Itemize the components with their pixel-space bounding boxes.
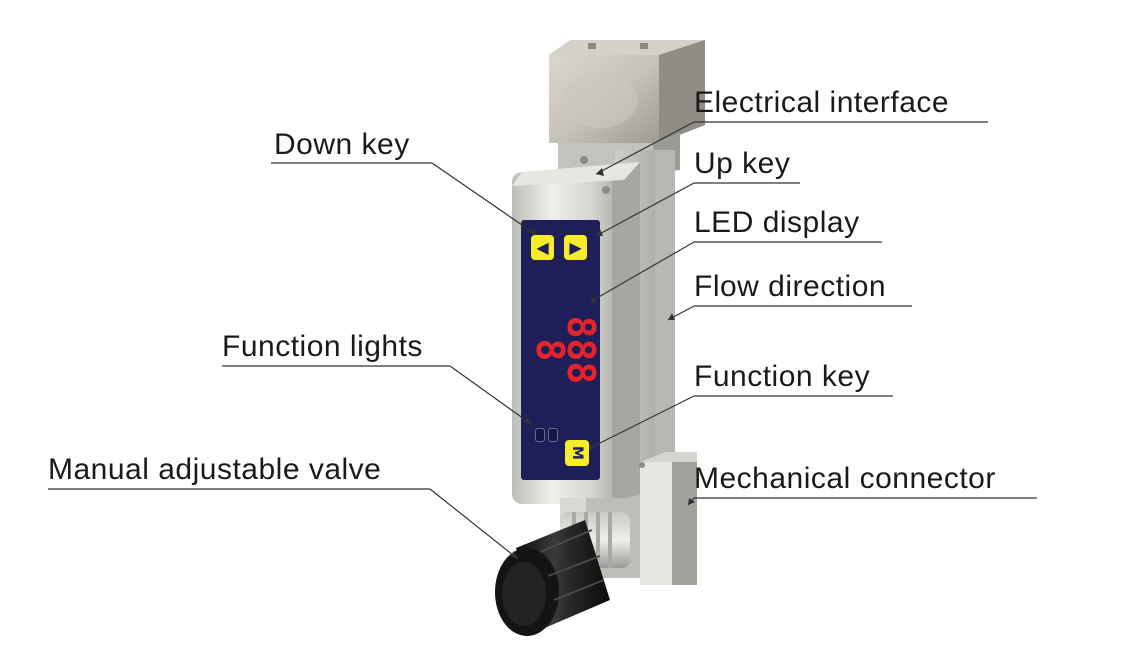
label-down-key: Down key [274,128,410,161]
function-key-icon: M [569,446,585,460]
leader-arrowheads [510,168,695,559]
label-function-key: Function key [694,360,871,393]
label-led-display: LED display [694,206,860,239]
function-key: M [565,440,589,466]
down-key: ◀ [531,235,554,260]
down-arrow-icon: ◀ [536,237,549,257]
label-manual-valve: Manual adjustable valve [48,453,382,486]
valve-knob [495,520,610,636]
display-panel [521,220,600,480]
connector-block [639,452,697,585]
up-key: ▶ [564,235,587,260]
led-digits: 8888 [528,315,603,385]
label-up-key: Up key [694,147,791,180]
function-light-2 [548,428,558,442]
up-arrow-icon: ▶ [569,237,582,257]
label-electrical-interface: Electrical interface [694,86,950,119]
label-function-lights: Function lights [222,330,423,363]
function-light-1 [535,428,545,442]
label-flow-direction: Flow direction [694,270,887,303]
label-mechanical-connector: Mechanical connector [694,462,996,495]
leader-lines [48,121,1037,560]
top-housing [549,40,705,143]
